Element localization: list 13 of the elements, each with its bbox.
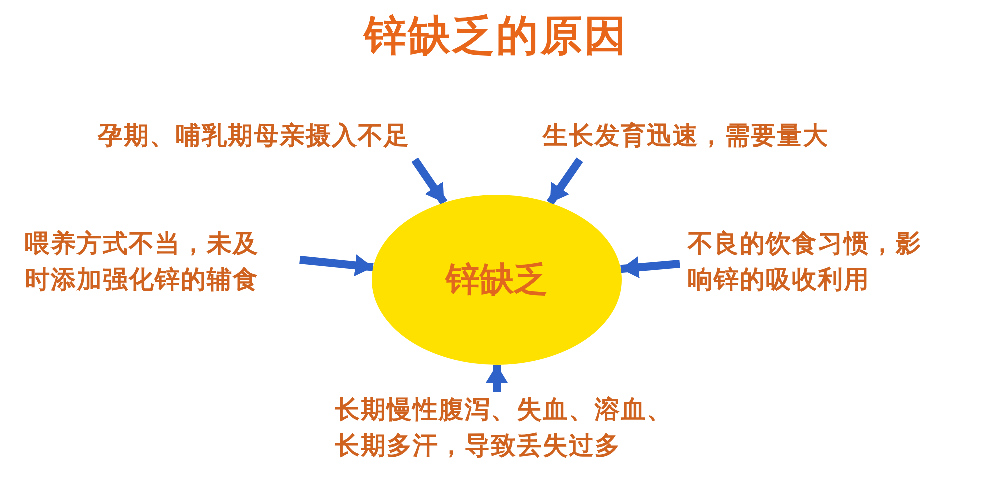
- arrow: [546, 158, 584, 206]
- cause-text: 喂养方式不当，未及时添加强化锌的辅食: [25, 226, 265, 298]
- arrow: [486, 365, 508, 392]
- cause-text: 长期慢性腹泻、失血、溶血、长期多汗，导致丢失过多: [335, 392, 680, 464]
- title: 锌缺乏的原因: [362, 10, 630, 62]
- center-ellipse: [372, 195, 622, 365]
- arrow: [300, 254, 374, 277]
- cause-text: 不良的饮食习惯，影响锌的吸收利用: [688, 226, 928, 298]
- arrow: [620, 256, 680, 279]
- arrow: [412, 158, 448, 206]
- cause-text: 孕期、哺乳期母亲摄入不足: [98, 118, 468, 154]
- cause-text: 生长发育迅速，需要量大: [543, 118, 873, 154]
- center-label: 锌缺乏: [444, 259, 549, 302]
